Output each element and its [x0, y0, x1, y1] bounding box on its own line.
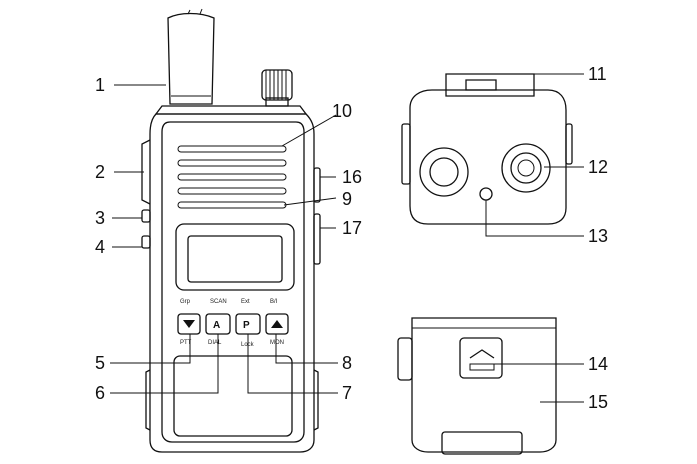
callout-2: 2 — [95, 162, 105, 182]
key-bottom-label-1: PTT — [180, 340, 192, 346]
callout-9: 9 — [342, 189, 352, 209]
right-side-controls — [313, 167, 321, 265]
key-top-label-4: B/I — [270, 299, 278, 305]
callout-5: 5 — [95, 353, 105, 373]
callout-15: 15 — [588, 392, 608, 412]
keypad: Grp SCAN Ext B/I A P PTT DIAL Lock MON — [177, 299, 289, 348]
channel-knob — [261, 69, 293, 107]
callout-14: 14 — [588, 354, 608, 374]
key-up — [265, 313, 289, 335]
callout-1: 1 — [95, 75, 105, 95]
lcd-display — [175, 223, 295, 291]
callout-12: 12 — [588, 157, 608, 177]
callout-11: 11 — [588, 64, 607, 84]
key-top-label-3: Ext — [241, 299, 250, 305]
key-top-label-2: SCAN — [210, 299, 227, 305]
top-view — [401, 73, 573, 225]
callout-16: 16 — [342, 167, 362, 187]
key-a-label: A — [213, 320, 220, 331]
key-top-label-1: Grp — [180, 299, 191, 305]
callout-7: 7 — [342, 383, 352, 403]
callout-3: 3 — [95, 208, 105, 228]
key-bottom-label-4: MON — [270, 340, 284, 346]
callout-10: 10 — [332, 101, 352, 121]
down-arrow-icon — [183, 320, 195, 328]
callout-13: 13 — [588, 226, 608, 246]
leader-lines — [110, 73, 584, 403]
callout-4: 4 — [95, 237, 105, 257]
front-view: Grp SCAN Ext B/I A P PTT DIAL Lock MON — [141, 8, 321, 453]
callout-8: 8 — [342, 353, 352, 373]
speaker-grille — [177, 145, 287, 209]
radio-body — [149, 113, 315, 453]
key-bottom-label-2: DIAL — [208, 340, 222, 346]
left-side-controls — [141, 139, 151, 249]
key-p-label: P — [243, 320, 250, 331]
up-arrow-icon — [271, 320, 283, 328]
callout-6: 6 — [95, 383, 105, 403]
key-down — [177, 313, 201, 335]
antenna — [167, 8, 215, 105]
callout-17: 17 — [342, 218, 362, 238]
callout-numbers: 1 2 3 4 5 6 7 8 9 10 11 12 13 14 15 16 1… — [95, 64, 608, 412]
bottom-view — [397, 317, 557, 455]
